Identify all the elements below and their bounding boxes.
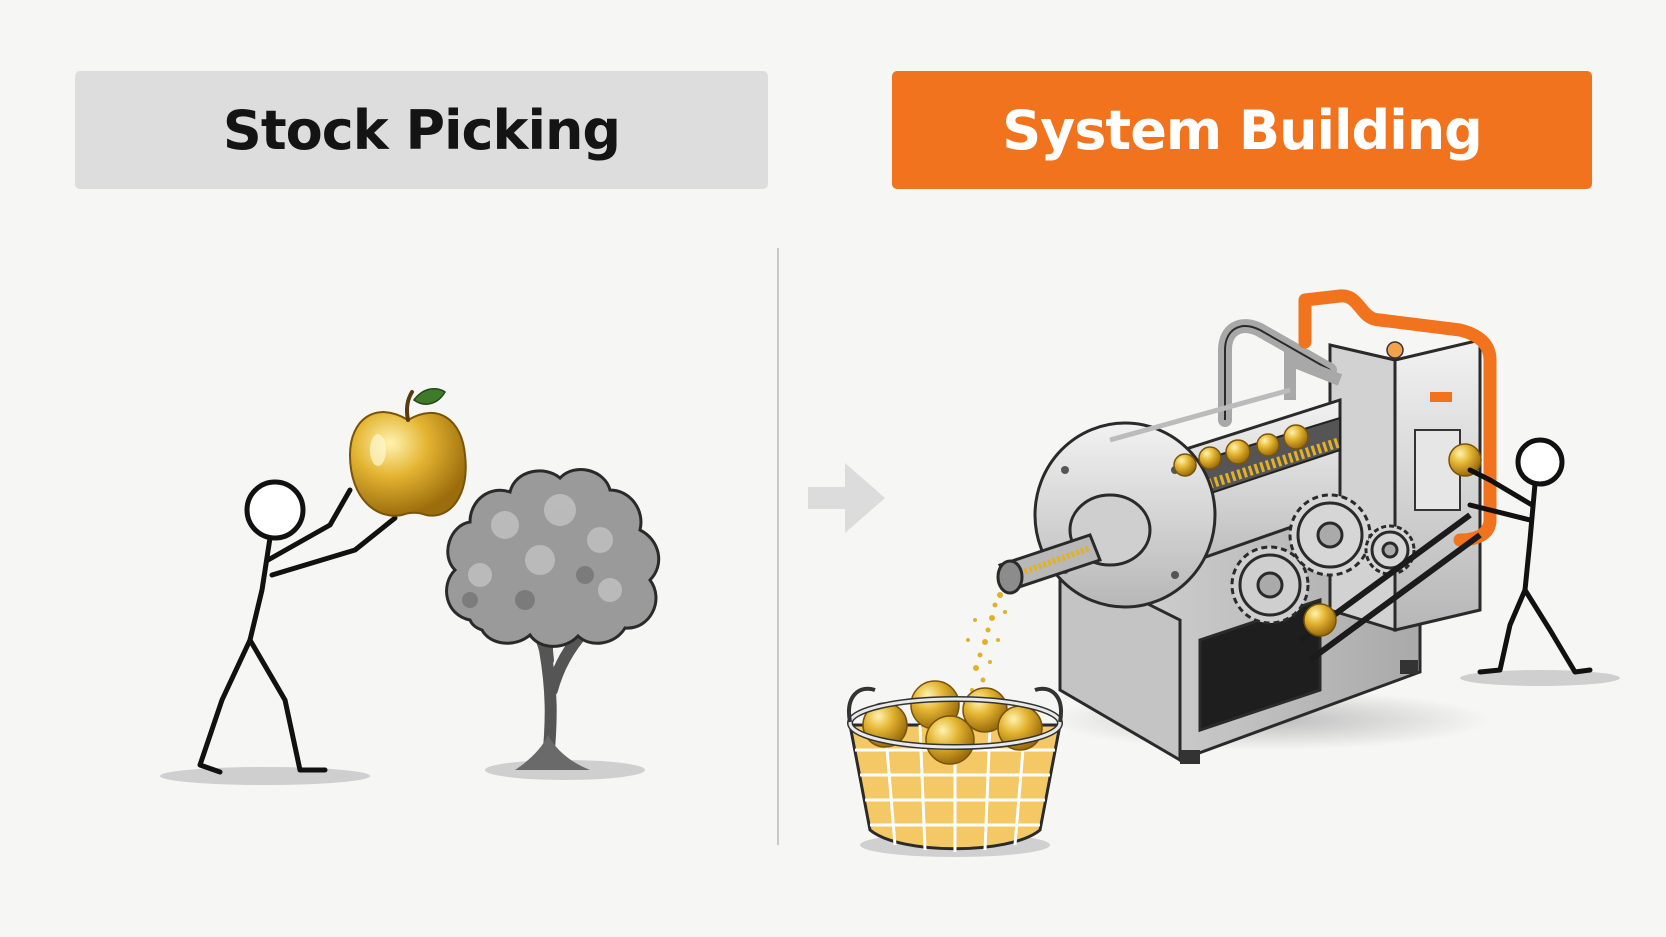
golden-particles [966,592,1007,692]
stick-figure-icon [197,479,398,775]
gear-icon [1364,524,1416,576]
arrow-right-icon [808,463,885,533]
tree-icon [445,468,661,770]
golden-apple-icon [348,388,467,517]
ground-shadow [160,767,370,785]
gear-icon [1230,545,1310,625]
system-building-banner: System Building [892,71,1592,189]
basket-icon [847,680,1063,857]
stock-picking-banner: Stock Picking [75,71,768,189]
ground-shadow [1460,670,1620,686]
stick-figure-icon [1467,437,1593,675]
system-building-title: System Building [1002,98,1483,162]
gear-icon [1288,493,1372,577]
panel-divider [777,248,779,845]
stock-picking-title: Stock Picking [222,98,621,162]
machine-icon [996,289,1497,764]
tray-apples [1173,424,1309,477]
